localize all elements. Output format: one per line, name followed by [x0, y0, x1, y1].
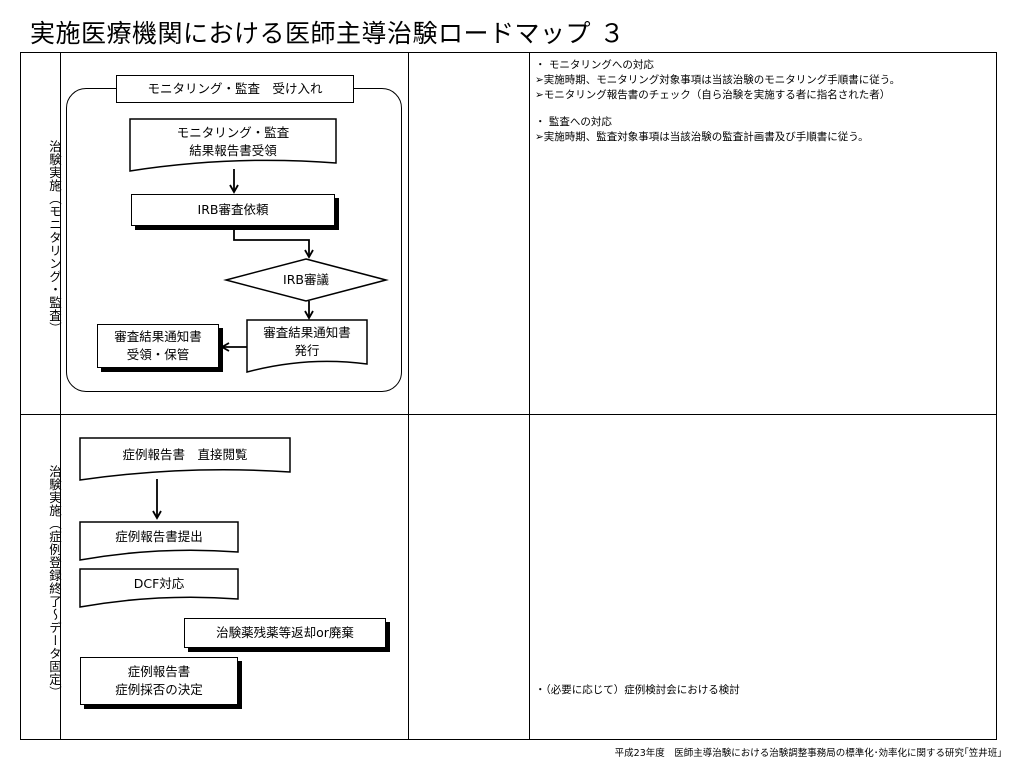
- section-label-case-report: 治験実施（症例登録終了～データ固定）: [47, 465, 62, 699]
- group-label: モニタリング・監査 受け入れ: [147, 81, 323, 96]
- box-label-line2: 受領・保管: [126, 347, 190, 362]
- box-review-result-notice-receipt: 審査結果通知書 受領・保管: [97, 324, 219, 368]
- box-label: 症例報告書提出: [115, 529, 203, 544]
- col-divider-3: [529, 53, 530, 739]
- col-divider-1: [60, 53, 61, 739]
- box-label-line2: 結果報告書受領: [189, 143, 277, 158]
- box-label-line1: 審査結果通知書: [263, 325, 351, 340]
- row-divider: [21, 414, 996, 415]
- doc-case-report-direct-review: 症例報告書 直接閲覧: [79, 437, 291, 481]
- note-line: ・ モニタリングへの対応: [535, 59, 654, 71]
- box-label-line1: モニタリング・監査: [176, 125, 290, 140]
- note-line: ➢実施時期、監査対象事項は当該治験の監査計画書及び手順書に従う。: [535, 131, 869, 143]
- note-spacer: [535, 103, 900, 115]
- box-label-line1: 審査結果通知書: [114, 329, 202, 344]
- col-divider-2: [408, 53, 409, 739]
- roadmap-table: 治験実施（モニタリング・監査） 治験実施（症例登録終了～データ固定）: [20, 52, 997, 740]
- note-line: ・（必要に応じて）症例検討会における検討: [535, 684, 740, 696]
- doc-case-report-submit: 症例報告書提出: [79, 521, 239, 561]
- doc-monitoring-report-received: モニタリング・監査 結果報告書受領: [129, 118, 337, 172]
- page-title: 実施医療機関における医師主導治験ロードマップ ３: [30, 19, 625, 48]
- box-label: 症例報告書 直接閲覧: [122, 447, 248, 462]
- box-case-adoption-decision: 症例報告書 症例採否の決定: [80, 657, 238, 705]
- group-label-box: モニタリング・監査 受け入れ: [116, 75, 354, 103]
- section-label-monitoring: 治験実施（モニタリング・監査）: [47, 140, 62, 335]
- doc-review-result-notice-issue: 審査結果通知書 発行: [246, 319, 368, 373]
- note-line: ・ 監査への対応: [535, 116, 612, 128]
- decision-irb-review: IRB審議: [223, 258, 389, 302]
- decision-label: IRB審議: [283, 272, 329, 287]
- footer-credit: 平成23年度 医師主導治験における治験調整事務局の標準化･効率化に関する研究｢笠…: [614, 748, 1002, 759]
- note-line: ➢モニタリング報告書のチェック（自ら治験を実施する者に指名された者）: [535, 89, 891, 101]
- notes-monitoring: ・ モニタリングへの対応 ➢実施時期、モニタリング対象事項は当該治験のモニタリン…: [535, 58, 900, 145]
- box-investigational-drug-return: 治験薬残薬等返却or廃棄: [184, 618, 386, 648]
- doc-dcf-response: DCF対応: [79, 568, 239, 608]
- box-label-line2: 発行: [294, 343, 320, 358]
- box-label-line2: 症例採否の決定: [115, 682, 203, 697]
- box-label: IRB審査依頼: [197, 202, 269, 217]
- box-irb-review-request: IRB審査依頼: [131, 194, 335, 226]
- note-line: ➢実施時期、モニタリング対象事項は当該治験のモニタリング手順書に従う。: [535, 74, 901, 86]
- box-label: 治験薬残薬等返却or廃棄: [216, 625, 354, 640]
- box-label-line1: 症例報告書: [127, 664, 191, 679]
- notes-case-report: ・（必要に応じて）症例検討会における検討: [535, 683, 740, 698]
- box-label: DCF対応: [133, 576, 185, 591]
